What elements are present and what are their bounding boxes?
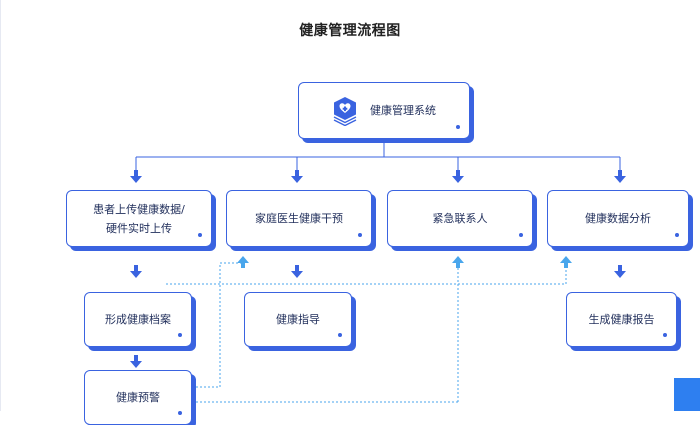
arrow-down-icon bbox=[130, 170, 142, 183]
node-dot bbox=[178, 411, 182, 415]
node-health-report[interactable]: 生成健康报告 bbox=[566, 292, 677, 347]
arrow-down-icon bbox=[130, 355, 142, 368]
node-family-doctor[interactable]: 家庭医生健康干预 bbox=[226, 190, 372, 247]
node-dot bbox=[675, 233, 679, 237]
arrow-down-icon bbox=[452, 170, 464, 183]
node-dot bbox=[663, 333, 667, 337]
arrow-down-icon bbox=[130, 265, 142, 278]
root-tree-connector bbox=[135, 142, 621, 170]
node-label: 健康数据分析 bbox=[585, 212, 651, 225]
node-label: 健康预警 bbox=[116, 391, 160, 404]
arrow-up-icon bbox=[452, 256, 464, 268]
node-dot bbox=[456, 125, 460, 129]
node-label: 健康管理系统 bbox=[370, 104, 436, 117]
left-border bbox=[0, 0, 1, 411]
shield-heart-icon bbox=[333, 96, 357, 126]
node-label: 患者上传健康数据/ 硬件实时上传 bbox=[93, 202, 185, 235]
node-health-archive[interactable]: 形成健康档案 bbox=[84, 292, 192, 347]
node-label: 家庭医生健康干预 bbox=[255, 212, 343, 225]
dashed-alert-links bbox=[166, 262, 567, 403]
up-arrows bbox=[237, 256, 572, 268]
page-title: 健康管理流程图 bbox=[299, 23, 401, 39]
corner-accent-block[interactable] bbox=[674, 378, 700, 411]
node-dot bbox=[358, 233, 362, 237]
node-dot bbox=[198, 233, 202, 237]
node-label: 健康指导 bbox=[276, 313, 320, 326]
arrow-up-icon bbox=[237, 256, 249, 268]
node-health-guidance[interactable]: 健康指导 bbox=[244, 292, 352, 347]
arrow-down-icon bbox=[614, 265, 626, 278]
node-label: 紧急联系人 bbox=[432, 212, 488, 225]
node-dot bbox=[338, 333, 342, 337]
node-dot bbox=[178, 333, 182, 337]
arrow-down-icon bbox=[291, 170, 303, 183]
arrow-down-icon bbox=[614, 170, 626, 183]
node-label: 生成健康报告 bbox=[588, 313, 655, 326]
node-health-system[interactable]: 健康管理系统 bbox=[298, 82, 470, 139]
node-data-analysis[interactable]: 健康数据分析 bbox=[547, 190, 689, 247]
arrow-up-icon bbox=[560, 256, 572, 268]
node-patient-upload[interactable]: 患者上传健康数据/ 硬件实时上传 bbox=[66, 190, 212, 247]
node-emergency-contact[interactable]: 紧急联系人 bbox=[387, 190, 533, 247]
node-label: 形成健康档案 bbox=[105, 313, 171, 326]
node-health-alert[interactable]: 健康预警 bbox=[84, 370, 192, 425]
arrow-down-icon bbox=[291, 265, 303, 278]
node-dot bbox=[519, 233, 523, 237]
